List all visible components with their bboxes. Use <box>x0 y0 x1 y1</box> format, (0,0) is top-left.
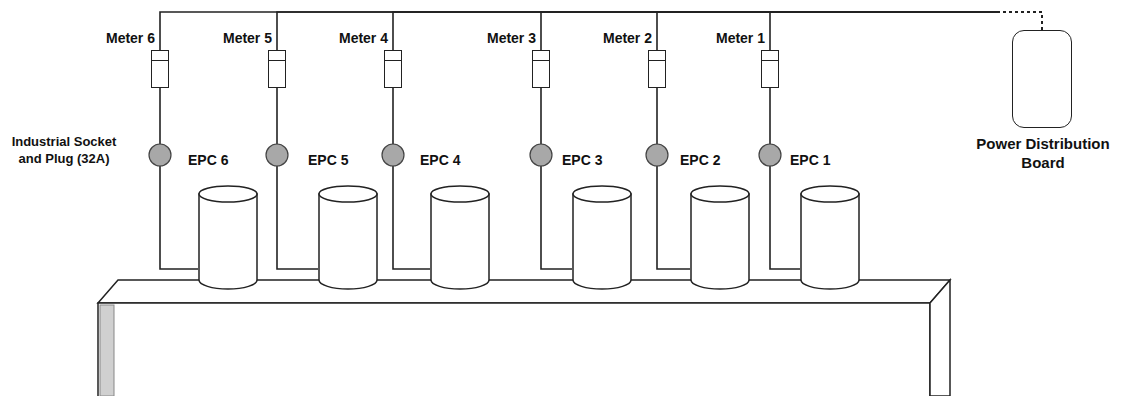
cylinder-shape <box>572 185 632 290</box>
cylinder-body <box>801 194 859 289</box>
charger-label: EPC 6 <box>188 152 228 168</box>
power-wire <box>770 88 800 269</box>
power-wire <box>770 12 1042 50</box>
wire-dotted <box>1000 12 1042 30</box>
power-wire <box>277 88 318 269</box>
meter-label: Meter 1 <box>716 30 765 46</box>
wire-solid <box>541 88 572 269</box>
cylinder-top <box>199 186 257 202</box>
charger-label: EPC 2 <box>680 152 720 168</box>
cylinder-body <box>199 194 257 289</box>
power-wire <box>657 12 1042 50</box>
power-wire <box>393 12 1042 50</box>
meter-band <box>533 60 549 61</box>
wire-solid <box>770 12 1000 50</box>
cylinder-top <box>319 186 377 202</box>
meter-label: Meter 5 <box>223 30 272 46</box>
power-wire <box>541 88 572 269</box>
meter-box: Meter 2 <box>648 50 666 88</box>
charger-label: EPC 3 <box>562 152 602 168</box>
wire-solid <box>657 88 690 269</box>
charger-cylinder: EPC 3 <box>572 185 632 290</box>
wire-dotted <box>1000 12 1042 30</box>
charger-cylinder: EPC 2 <box>690 185 750 290</box>
meter-box: Meter 6 <box>151 50 169 88</box>
power-wire <box>541 12 1042 50</box>
wire-dotted <box>1000 12 1042 30</box>
meter-box: Meter 1 <box>761 50 779 88</box>
wire-dotted <box>1000 12 1042 30</box>
charger-cylinder: EPC 5 <box>318 185 378 290</box>
wire-dotted <box>1000 12 1042 30</box>
power-wire <box>160 12 1042 50</box>
meter-band <box>152 60 168 61</box>
cylinder-top <box>801 186 859 202</box>
socket-symbol <box>149 144 171 166</box>
meter-box: Meter 4 <box>384 50 402 88</box>
wire-solid <box>160 88 198 269</box>
cylinder-top <box>573 186 631 202</box>
wire-solid <box>393 88 430 269</box>
charger-label: EPC 1 <box>790 152 830 168</box>
meter-label: Meter 3 <box>487 30 536 46</box>
meter-band <box>269 60 285 61</box>
power-wire <box>657 88 690 269</box>
wire-solid <box>657 12 1000 50</box>
cylinder-body <box>431 194 489 289</box>
cylinder-shape <box>800 185 860 290</box>
power-wire <box>160 88 198 269</box>
board-label: Power Distribution Board <box>963 135 1123 173</box>
wire-solid <box>277 12 1000 50</box>
power-wire <box>393 88 430 269</box>
wire-solid <box>277 88 318 269</box>
cylinder-top <box>431 186 489 202</box>
bench-end-strip <box>100 305 114 396</box>
meter-label: Meter 6 <box>106 30 155 46</box>
cylinder-body <box>573 194 631 289</box>
charger-cylinder: EPC 4 <box>430 185 490 290</box>
socket-symbol <box>646 144 668 166</box>
meter-band <box>649 60 665 61</box>
wire-solid <box>393 12 1000 50</box>
cylinder-body <box>691 194 749 289</box>
socket-symbol <box>266 144 288 166</box>
wire-solid <box>770 88 800 269</box>
cylinder-shape <box>690 185 750 290</box>
power-wire <box>277 12 1042 50</box>
wire-solid <box>541 12 1000 50</box>
meter-band <box>385 60 401 61</box>
cylinder-shape <box>198 185 258 290</box>
charger-label: EPC 5 <box>308 152 348 168</box>
meter-label: Meter 2 <box>603 30 652 46</box>
socket-symbol <box>382 144 404 166</box>
meter-label: Meter 4 <box>339 30 388 46</box>
socket-symbol <box>530 144 552 166</box>
cylinder-shape <box>430 185 490 290</box>
meter-band <box>762 60 778 61</box>
bench-front <box>98 303 930 396</box>
annotation-label: Industrial Socket and Plug (32A) <box>2 134 126 168</box>
cylinder-shape <box>318 185 378 290</box>
charger-cylinder: EPC 1 <box>800 185 860 290</box>
wire-solid <box>160 12 1000 50</box>
bench-side <box>930 280 950 396</box>
cylinder-top <box>691 186 749 202</box>
meter-box: Meter 3 <box>532 50 550 88</box>
meter-box: Meter 5 <box>268 50 286 88</box>
socket-symbol <box>759 144 781 166</box>
cylinder-body <box>319 194 377 289</box>
distribution-board: Power Distribution Board <box>1012 30 1072 128</box>
charger-cylinder: EPC 6 <box>198 185 258 290</box>
wire-dotted <box>1000 12 1042 30</box>
charger-label: EPC 4 <box>420 152 460 168</box>
